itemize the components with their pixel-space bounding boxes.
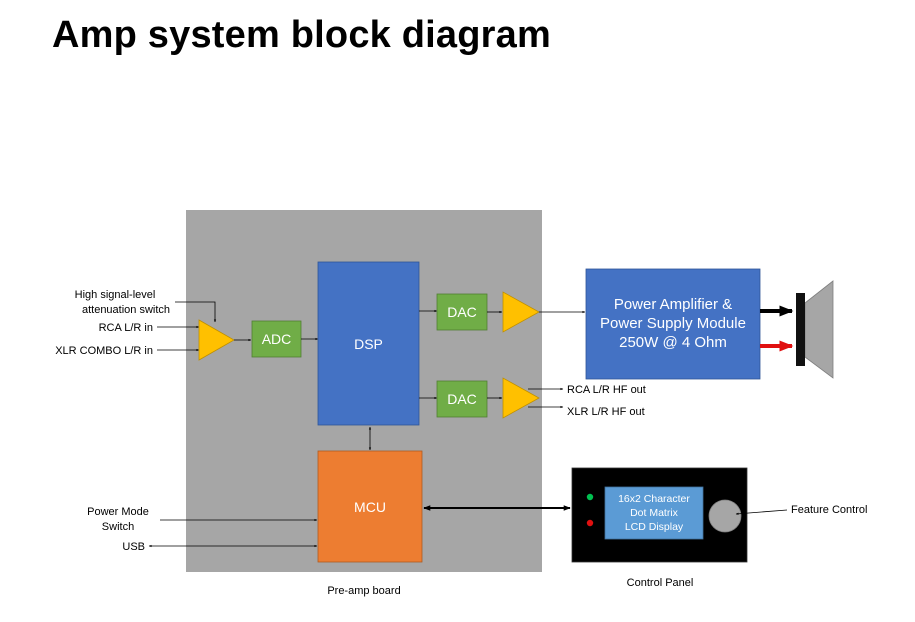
feature-control-arrow xyxy=(735,509,788,515)
dac-top-block xyxy=(436,293,488,331)
attenuation-arrow xyxy=(175,301,217,323)
dac-top-label: DAC xyxy=(447,304,477,320)
lcd-display xyxy=(604,486,704,540)
feature-control-knob-icon xyxy=(708,499,742,533)
speaker-cone xyxy=(804,280,834,379)
output-amplifier-bottom xyxy=(502,377,540,419)
attenuation-switch-label-1: High signal-level xyxy=(75,289,156,301)
lcd-label-3: LCD Display xyxy=(625,521,684,533)
page-title: Amp system block diagram xyxy=(52,14,551,56)
red-led-icon xyxy=(586,519,594,527)
power-mode-label-2: Switch xyxy=(102,521,134,533)
input-amplifier xyxy=(198,319,235,361)
power-amp-block xyxy=(585,268,761,380)
dac-bottom-block xyxy=(436,380,488,418)
power-amp-label-3: 250W @ 4 Ohm xyxy=(619,334,727,351)
power-amp-label-1: Power Amplifier & xyxy=(614,296,732,313)
rca-in-label: RCA L/R in xyxy=(99,322,153,334)
xlr-out-label: XLR L/R HF out xyxy=(567,406,645,418)
power-mode-label-1: Power Mode xyxy=(87,506,149,518)
adc-block xyxy=(251,320,302,358)
usb-label: USB xyxy=(122,541,145,553)
power-amp-label-2: Power Supply Module xyxy=(600,315,746,332)
dsp-label: DSP xyxy=(354,336,383,352)
control-panel-label: Control Panel xyxy=(627,577,694,589)
green-led-icon xyxy=(586,493,594,501)
lcd-label-1: 16x2 Character xyxy=(618,493,690,505)
output-amplifier-top xyxy=(502,291,540,333)
feature-control-label: Feature Control xyxy=(791,504,867,516)
lcd-label-2: Dot Matrix xyxy=(630,507,679,519)
speaker-magnet xyxy=(796,293,805,366)
attenuation-switch-label-2: attenuation switch xyxy=(82,304,170,316)
mcu-label: MCU xyxy=(354,499,386,515)
dac-bottom-label: DAC xyxy=(447,391,477,407)
preamp-board-label: Pre-amp board xyxy=(327,585,400,597)
xlr-in-label: XLR COMBO L/R in xyxy=(55,345,153,357)
dsp-block xyxy=(317,261,420,426)
rca-out-label: RCA L/R HF out xyxy=(567,384,646,396)
mcu-block xyxy=(317,450,423,563)
adc-label: ADC xyxy=(262,331,292,347)
